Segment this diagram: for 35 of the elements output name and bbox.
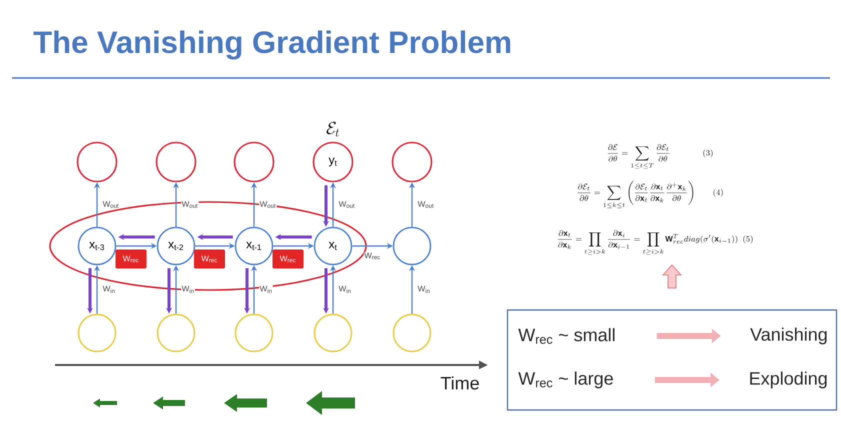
edge-label: W$_{in}$ xyxy=(259,285,273,294)
edge-label: W$_{in}$ xyxy=(181,285,195,294)
output-circle xyxy=(234,142,274,182)
equation: $\frac{\partial \mathcal{E}_t}{\partial \theta} = \sum_{1\leq k\leq t} \left( \frac{\partial \mathcal{E}_t}{\partial \mathbf{x}_t} \frac{\partial \mathbf{x}_t}{\partial \mathbf{x}_k} \frac{\partial^{+} \mathbf{x}_k}{\partial \theta} \right) \qquad (4)$ xyxy=(578,180,723,208)
input-circle xyxy=(234,314,274,352)
equation: $\frac{\partial \mathcal{E}}{\partial \theta} = \sum_{1\leq t\leq T} \frac{\partial \mathcal{E}_t}{\partial \theta} \qquad\qquad (3)$ xyxy=(608,144,713,169)
edge-label: W$_{in}$ xyxy=(102,285,116,294)
output-circle xyxy=(392,142,432,182)
condition-text: W$_{rec}$ ~ small xyxy=(518,328,614,344)
edge-label: W$_{in}$ xyxy=(338,285,352,294)
input-circle xyxy=(78,314,116,352)
output-circle xyxy=(156,142,196,182)
weight-box: W$_{rec}$ xyxy=(272,249,304,268)
result-text: Exploding xyxy=(750,372,827,388)
output-circle xyxy=(76,142,118,182)
equation: $\frac{\partial \mathbf{x}_t}{\partial \mathbf{x}_k} = \prod_{t\geq i>k} \frac{\partial \mathbf{x}_i}{\partial \mathbf{x}_{i-1}} = \prod_{t\geq i>k} \mathbf{W}_{rec}^{T} diag(\sigma'(\mathbf{x}_{i-1}))\ \ (5)$ xyxy=(558,230,753,255)
edge-label: W$_{out}$ xyxy=(338,200,356,208)
condition-text: W$_{rec}$ ~ large xyxy=(518,372,613,388)
edge-label: W$_{out}$ xyxy=(102,200,120,208)
input-circle xyxy=(392,314,432,352)
edge-label: W$_{in}$ xyxy=(417,285,431,294)
result-text: Vanishing xyxy=(750,328,827,344)
weight-box: W$_{rec}$ xyxy=(116,249,146,268)
summary-box xyxy=(506,309,838,411)
input-circle xyxy=(314,314,352,352)
axis-label: Time xyxy=(440,376,479,390)
edge-label: W$_{out}$ xyxy=(181,200,199,208)
edge-label: W$_{rec}$ xyxy=(364,252,382,260)
title: The Vanishing Gradient Problem xyxy=(34,30,510,60)
edge-label: W$_{out}$ xyxy=(417,200,435,208)
input-circle xyxy=(156,314,196,352)
weight-box: W$_{rec}$ xyxy=(194,249,225,268)
hidden-state-circle xyxy=(392,226,432,266)
edge-label: W$_{out}$ xyxy=(259,200,277,208)
error-symbol: $\mathcal{E}_{t}$ xyxy=(326,122,340,137)
